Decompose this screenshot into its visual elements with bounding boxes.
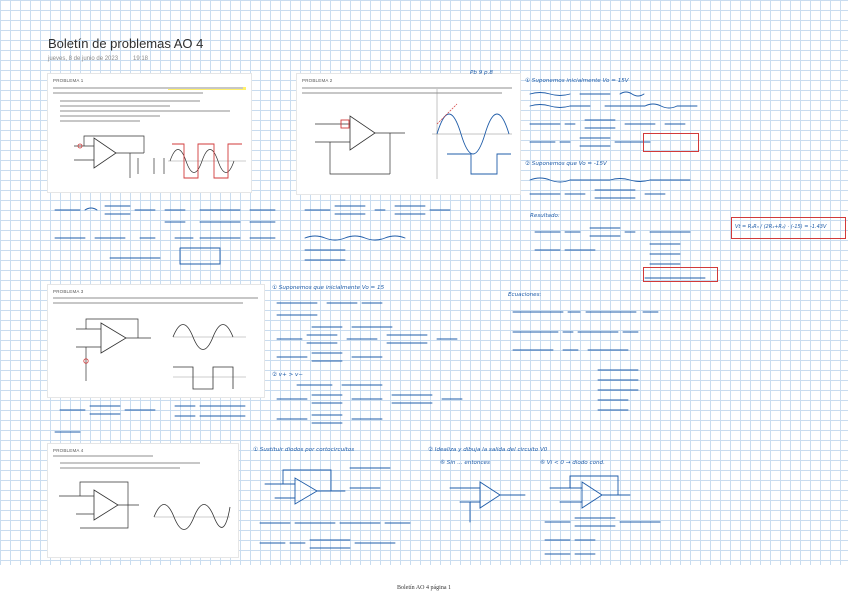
text-line [53, 455, 153, 457]
result-box-2 [643, 267, 718, 282]
problem-4-card: PROBLEMA 4 [48, 444, 238, 557]
problem-2-card: PROBLEMA 2 [297, 74, 520, 194]
handwritten-work [276, 302, 463, 424]
problem-1-card: PROBLEMA 1 [48, 74, 251, 192]
label-resultados: Resultado: [530, 213, 560, 219]
problem-4-heading: PROBLEMA 4 [53, 448, 84, 453]
text-line [60, 467, 180, 469]
notebook-page: Boletín de problemas AO 4 jueves, 8 de j… [0, 0, 848, 565]
text-line [60, 462, 200, 464]
handwritten-work [304, 205, 451, 261]
note-p3-second: ② v+ > v− [272, 372, 304, 378]
waveform-plot [168, 143, 246, 179]
page-footer: Boletín AO 4 página 1 [397, 585, 451, 591]
result-box-1 [643, 133, 699, 152]
text-line [302, 87, 512, 89]
note-p4-step2: ② Idealiza y dibuja la salida del circui… [428, 447, 548, 453]
problem-3-heading: PROBLEMA 3 [53, 289, 84, 294]
label-ecuaciones: Ecuaciones: [508, 292, 542, 298]
page-title: Boletín de problemas AO 4 [48, 36, 204, 51]
handwritten-circuit [544, 475, 661, 555]
text-line [53, 92, 203, 94]
text-line [60, 110, 230, 112]
note-suppose-2: ② Suponemos que Vo = -15V [525, 161, 607, 167]
result-box-final [731, 217, 846, 239]
handwritten-work [534, 227, 706, 279]
waveform-plot [172, 324, 246, 390]
problem-3-card: PROBLEMA 3 [48, 285, 264, 397]
note-p4-step1: ① Sustituir diodos por cortocircuitos [253, 447, 355, 453]
problem-2-mark: Pb 9 p.8 [470, 70, 493, 76]
text-line [60, 120, 140, 122]
handwritten-work [529, 91, 698, 199]
circuit-diagram [76, 318, 151, 381]
note-p4-sub2: ⑥ Vi < 0 → diodo cond. [540, 460, 605, 466]
page-date: jueves, 8 de junio de 2023 [48, 56, 119, 62]
circuit-diagram [59, 481, 139, 529]
text-line [302, 92, 502, 94]
note-p3-suppose: ① Suponemos que inicialmente Vo = 15 [272, 285, 385, 291]
note-suppose-1: ① Suponemos inicialmente Vo = 15V [525, 78, 629, 84]
waveform-plot [153, 504, 231, 530]
handwritten-work [512, 311, 659, 411]
handwritten-work [54, 205, 276, 265]
problem-1-heading: PROBLEMA 1 [53, 78, 84, 83]
circuit-diagram [54, 128, 174, 188]
text-line [53, 302, 243, 304]
final-result: Vt = R₂R₃ / (2R₁+R₂) · (-15) = -1.43V [735, 224, 827, 230]
handwritten-circuit [259, 467, 411, 549]
handwritten-work [54, 405, 246, 433]
text-line [53, 87, 243, 89]
text-line [53, 297, 258, 299]
waveform-plot [432, 89, 512, 179]
handwritten-circuit [449, 481, 526, 523]
note-p4-sub1: ⑥ Sin ... entonces [440, 460, 490, 466]
text-line [60, 100, 200, 102]
problem-2-heading: PROBLEMA 2 [302, 78, 333, 83]
circuit-diagram [315, 115, 405, 175]
text-line [60, 105, 170, 107]
text-line [60, 115, 160, 117]
page-time: 19:18 [133, 56, 149, 62]
